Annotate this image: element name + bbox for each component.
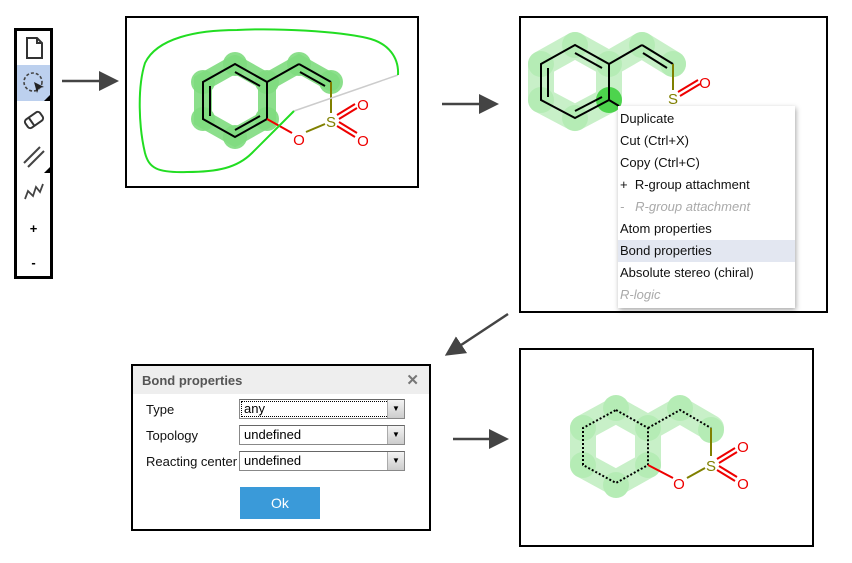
menu-item-duplicate[interactable]: Duplicate bbox=[620, 111, 675, 126]
lasso-closing-line bbox=[293, 74, 399, 112]
eraser-icon bbox=[23, 110, 44, 130]
reacting-center-value: undefined bbox=[244, 453, 302, 468]
molecule-selected: S O O O bbox=[138, 28, 400, 174]
topology-select[interactable]: undefined ▼ bbox=[239, 425, 405, 445]
atom-oxygen: O bbox=[293, 132, 305, 149]
molecule-selected: S O bbox=[528, 32, 711, 131]
new-document-icon bbox=[25, 37, 43, 59]
any-bonds bbox=[582, 408, 712, 485]
menu-item-atom-properties[interactable]: Atom properties bbox=[620, 221, 712, 236]
canvas-lasso-selection[interactable]: S O O O bbox=[125, 16, 419, 188]
canvas-result[interactable]: S O O O bbox=[519, 348, 814, 547]
bond-properties-dialog: Bond properties ✕ Type any ▼ Topology und… bbox=[131, 364, 431, 531]
arrow-3 bbox=[444, 312, 509, 356]
context-menu: Duplicate Cut (Ctrl+X) Copy (Ctrl+C) + R… bbox=[618, 106, 795, 308]
dialog-header: Bond properties ✕ bbox=[133, 366, 429, 394]
topology-label: Topology bbox=[146, 427, 199, 443]
eraser-tool[interactable] bbox=[17, 103, 50, 137]
new-document-tool[interactable] bbox=[17, 31, 50, 65]
dialog-title: Bond properties bbox=[142, 372, 243, 388]
lasso-select-tool[interactable] bbox=[17, 65, 50, 101]
type-value: any bbox=[244, 401, 265, 416]
bond-tool[interactable] bbox=[17, 139, 50, 173]
atom-oxygen: O bbox=[673, 476, 685, 493]
menu-item-add-r-group-attachment[interactable]: + R-group attachment bbox=[620, 177, 750, 192]
chevron-down-icon: ▼ bbox=[387, 426, 404, 444]
atom-oxygen: O bbox=[699, 75, 711, 92]
zoom-in-icon: + bbox=[29, 220, 38, 236]
canvas-context-menu[interactable]: S O Duplicate Cut (Ctrl+X) Copy (Ctrl+C)… bbox=[519, 16, 828, 313]
chevron-down-icon: ▼ bbox=[387, 400, 404, 418]
lasso-path bbox=[138, 28, 400, 174]
zoom-in-button[interactable]: + bbox=[17, 211, 50, 245]
double-bond-icon bbox=[22, 146, 45, 168]
type-select[interactable]: any ▼ bbox=[239, 399, 405, 419]
chain-tool[interactable] bbox=[17, 175, 50, 209]
atom-oxygen: O bbox=[737, 476, 749, 493]
menu-item-bond-properties[interactable]: Bond properties bbox=[618, 240, 795, 262]
toolbar: + - bbox=[14, 28, 53, 279]
chain-icon bbox=[23, 183, 44, 200]
reacting-center-label: Reacting center bbox=[146, 453, 238, 469]
atom-sulfur: S bbox=[706, 458, 716, 475]
menu-item-remove-r-group-attachment: - R-group attachment bbox=[620, 199, 751, 214]
zoom-out-icon: - bbox=[31, 254, 36, 270]
type-label: Type bbox=[146, 401, 175, 417]
menu-item-r-logic: R-logic bbox=[620, 287, 661, 302]
close-icon[interactable]: ✕ bbox=[406, 372, 419, 389]
reacting-center-select[interactable]: undefined ▼ bbox=[239, 451, 405, 471]
lasso-select-icon bbox=[22, 72, 44, 93]
menu-item-cut[interactable]: Cut (Ctrl+X) bbox=[620, 133, 689, 148]
menu-item-copy[interactable]: Copy (Ctrl+C) bbox=[620, 155, 700, 170]
topology-value: undefined bbox=[244, 427, 302, 442]
molecule-any-bonds: S O O O bbox=[570, 395, 749, 498]
menu-item-absolute-stereo[interactable]: Absolute stereo (chiral) bbox=[620, 265, 754, 280]
chevron-down-icon: ▼ bbox=[387, 452, 404, 470]
atom-sulfur: S bbox=[668, 91, 678, 108]
bonds bbox=[202, 62, 332, 139]
atom-sulfur: S bbox=[326, 114, 336, 131]
atom-oxygen: O bbox=[357, 97, 369, 114]
ok-button[interactable]: Ok bbox=[240, 487, 320, 519]
atom-oxygen: O bbox=[737, 439, 749, 456]
zoom-out-button[interactable]: - bbox=[17, 245, 50, 279]
atom-oxygen: O bbox=[357, 133, 369, 150]
